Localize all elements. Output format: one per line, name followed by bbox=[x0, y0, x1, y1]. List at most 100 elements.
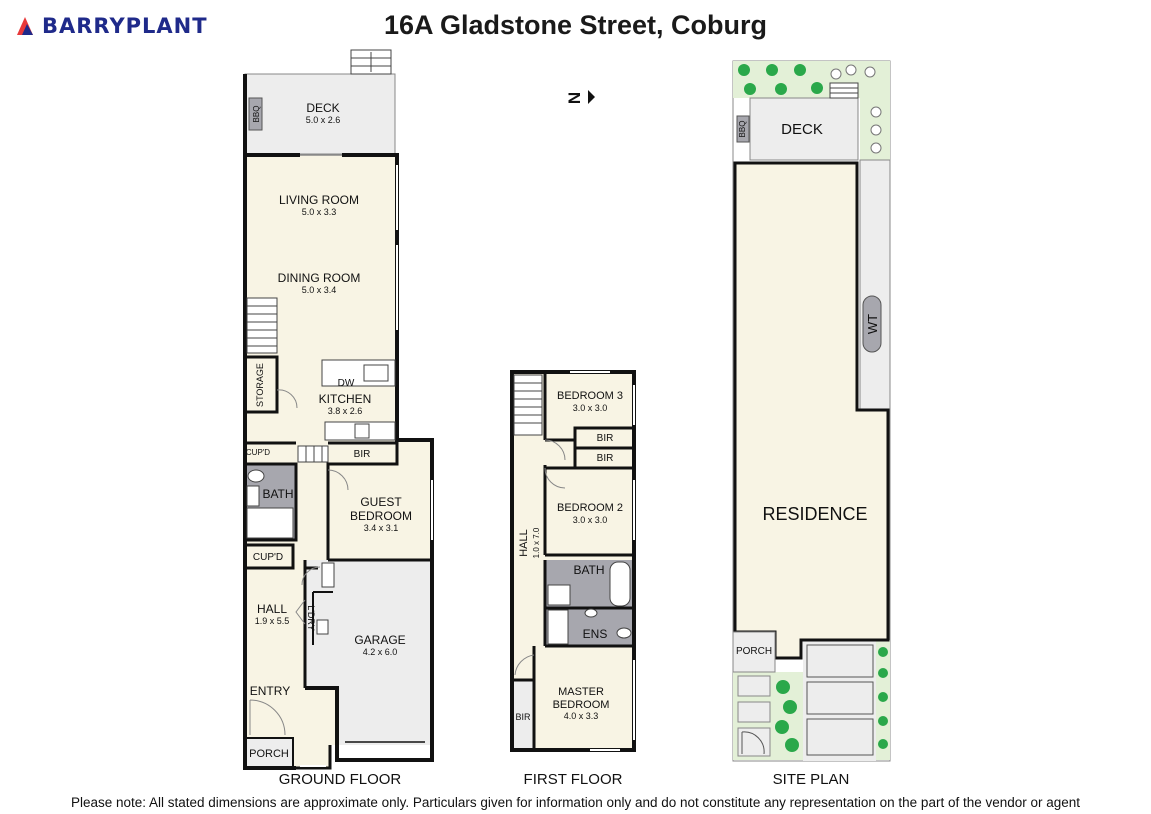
gf-bath-label: BATH bbox=[262, 487, 293, 501]
shrub-icon bbox=[845, 64, 857, 76]
gf-storage-door bbox=[276, 389, 298, 409]
gf-dining-label: DINING ROOM bbox=[278, 271, 361, 285]
ff-stairs bbox=[513, 374, 543, 436]
shrub-icon bbox=[830, 68, 842, 80]
gf-garage-dims: 4.2 x 6.0 bbox=[363, 647, 398, 657]
sp-porch bbox=[732, 631, 776, 673]
gf-guest-door bbox=[327, 469, 349, 491]
gf-cupd2-label: CUP'D bbox=[253, 552, 283, 563]
gf-kitchen-bench-bottom bbox=[324, 421, 396, 441]
gf-hall-door bbox=[301, 566, 321, 586]
ff-master-label-1: MASTER bbox=[558, 686, 604, 698]
gf-kitchen-label: KITCHEN bbox=[319, 392, 372, 406]
gf-hall-label: HALL bbox=[257, 602, 287, 616]
tree-icon bbox=[878, 647, 888, 657]
first-floor-plan bbox=[510, 370, 636, 752]
ff-hall-label: HALL bbox=[518, 529, 530, 557]
ff-bed2-label: BEDROOM 2 bbox=[557, 502, 623, 514]
tree-icon bbox=[878, 692, 888, 702]
ff-ens-label: ENS bbox=[583, 627, 608, 641]
gf-guest-dims: 3.4 x 3.1 bbox=[364, 523, 399, 533]
ff-bir3-fill bbox=[512, 680, 534, 750]
sp-residence-label: RESIDENCE bbox=[762, 504, 867, 524]
gf-porch-fill bbox=[245, 738, 293, 768]
brand-logo: BARRYPLANT bbox=[14, 14, 208, 38]
gf-bir-walls bbox=[326, 441, 399, 560]
tree-icon bbox=[738, 64, 750, 76]
ff-bath-tub bbox=[609, 561, 631, 607]
disclaimer-note: Please note: All stated dimensions are a… bbox=[70, 795, 1081, 810]
sp-deck bbox=[749, 97, 859, 161]
sp-bbq-unit bbox=[736, 115, 750, 143]
ground-floor-plan bbox=[243, 49, 434, 770]
tree-icon bbox=[878, 668, 888, 678]
gf-stairs bbox=[246, 297, 278, 354]
gf-small-stairs bbox=[297, 445, 329, 463]
gf-bath-tub bbox=[246, 507, 294, 539]
north-compass-icon: N bbox=[565, 90, 595, 104]
ff-bed2-door bbox=[544, 467, 566, 489]
page-title: 16A Gladstone Street, Coburg bbox=[383, 10, 768, 40]
sp-bbq-label: BBQ bbox=[738, 121, 747, 138]
site-plan bbox=[732, 60, 891, 762]
shrub-icon bbox=[870, 106, 882, 118]
gf-ldry-label: L'DRY bbox=[306, 605, 316, 631]
gf-garage-label: GARAGE bbox=[354, 633, 405, 647]
gf-storage-walls bbox=[245, 355, 279, 414]
brand-name: BARRYPLANT bbox=[42, 14, 208, 38]
gf-vanity bbox=[246, 485, 260, 507]
ff-bir1-label: BIR bbox=[597, 433, 614, 444]
tree-icon bbox=[878, 716, 888, 726]
gf-living-dims: 5.0 x 3.3 bbox=[302, 207, 337, 217]
ff-master-dims: 4.0 x 3.3 bbox=[564, 711, 599, 721]
gf-living-label: LIVING ROOM bbox=[279, 193, 359, 207]
brand-mark-icon bbox=[17, 17, 33, 35]
gf-entry-door bbox=[249, 699, 286, 736]
gf-guest-label-1: GUEST bbox=[360, 495, 402, 509]
sp-deck-label: DECK bbox=[781, 121, 823, 138]
gf-porch-label: PORCH bbox=[249, 748, 289, 760]
gf-deck-dims: 5.0 x 2.6 bbox=[306, 115, 341, 125]
tree-icon bbox=[775, 83, 787, 95]
ff-shower bbox=[547, 584, 571, 606]
gf-cooktop bbox=[354, 423, 370, 439]
sp-porch-label: PORCH bbox=[736, 646, 772, 657]
gf-kitchen-bench-top bbox=[321, 359, 396, 387]
tree-icon bbox=[744, 83, 756, 95]
tree-icon bbox=[766, 64, 778, 76]
sp-wt-label: WT bbox=[865, 314, 880, 334]
ff-bed3-door bbox=[544, 439, 566, 461]
tree-icon bbox=[776, 680, 790, 694]
shrub-icon bbox=[864, 66, 876, 78]
ff-bir3-label: BIR bbox=[515, 712, 531, 722]
gf-storage-label: STORAGE bbox=[255, 363, 265, 407]
tree-icon bbox=[775, 720, 789, 734]
gf-bbq-unit bbox=[248, 97, 263, 131]
first-floor-caption: FIRST FLOOR bbox=[523, 771, 623, 788]
gf-guest-label-2: BEDROOM bbox=[350, 509, 412, 523]
gf-kitchen-dims: 3.8 x 2.6 bbox=[328, 406, 363, 416]
ff-ens-basin bbox=[616, 627, 632, 639]
site-plan-caption: SITE PLAN bbox=[772, 771, 850, 788]
ff-bir2-label: BIR bbox=[597, 453, 614, 464]
tree-icon bbox=[785, 738, 799, 752]
sp-garden-top bbox=[733, 61, 890, 98]
tree-icon bbox=[878, 739, 888, 749]
ff-bed2-dims: 3.0 x 3.0 bbox=[573, 515, 608, 525]
shrub-icon bbox=[870, 142, 882, 154]
gf-dw-label: DW bbox=[338, 378, 355, 389]
ff-hall-dims: 1.0 x 7.0 bbox=[532, 527, 541, 558]
ff-ens-shower bbox=[547, 609, 569, 645]
sp-water-tank bbox=[862, 295, 882, 353]
gf-entry-label: ENTRY bbox=[250, 684, 290, 698]
ff-bath-label: BATH bbox=[573, 563, 604, 577]
gf-dining-dims: 5.0 x 3.4 bbox=[302, 285, 337, 295]
shrub-icon bbox=[870, 124, 882, 136]
ff-master-door bbox=[514, 654, 535, 676]
tree-icon bbox=[783, 700, 797, 714]
gf-cupd1-label: CUP'D bbox=[246, 448, 270, 457]
ff-bed3-dims: 3.0 x 3.0 bbox=[573, 403, 608, 413]
gf-deck-label: DECK bbox=[306, 101, 339, 115]
tree-icon bbox=[811, 82, 823, 94]
